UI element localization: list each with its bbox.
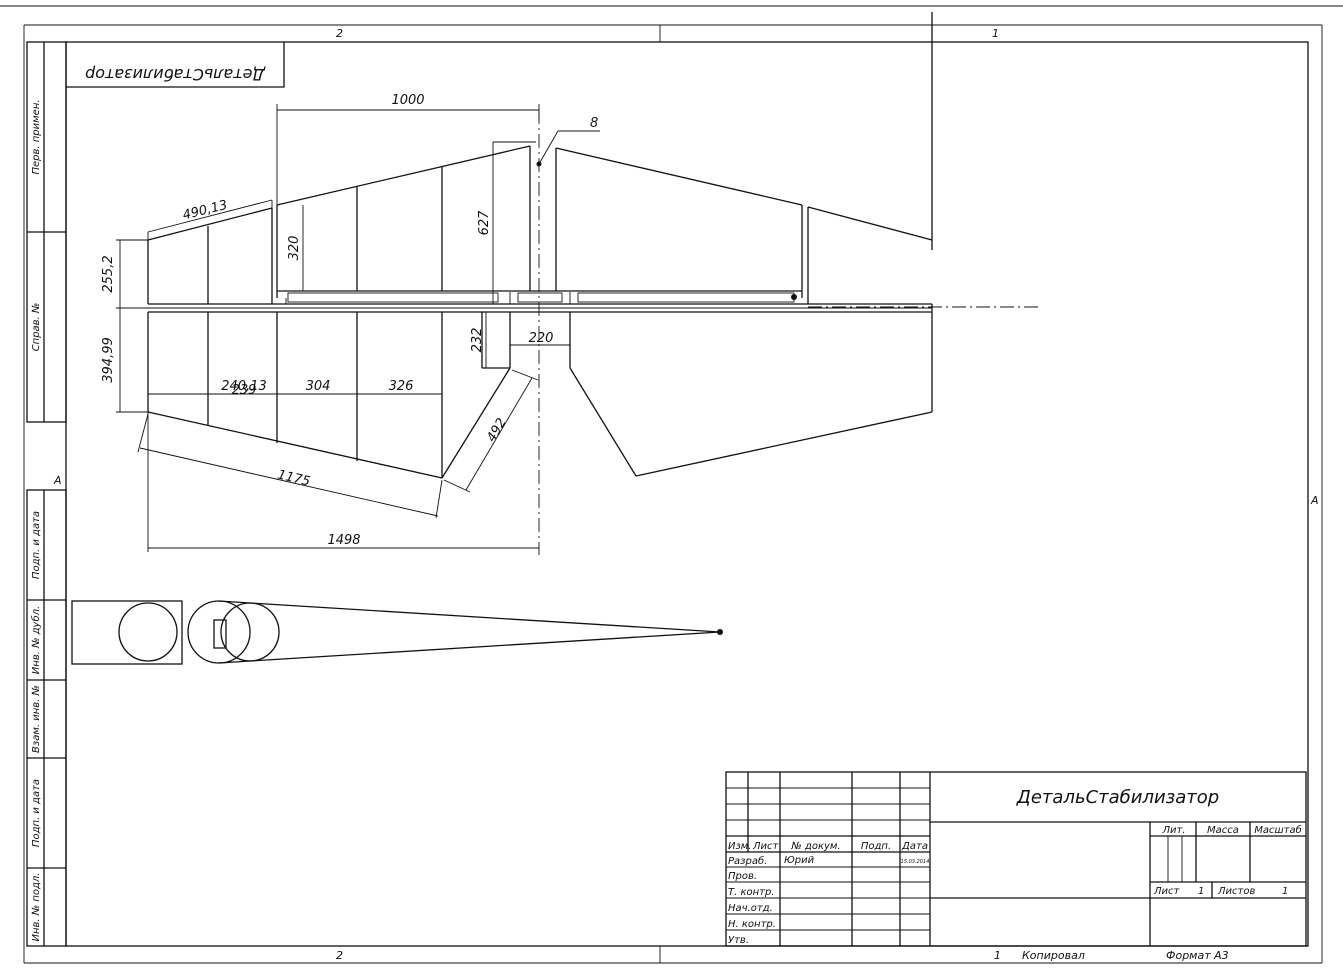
- stabilizer-top-half: [147, 145, 933, 304]
- tb-lit: Лит.: [1161, 825, 1185, 836]
- side-label-podp-data-2: Подп. и дата: [31, 779, 42, 847]
- dim-492: 492: [484, 416, 509, 445]
- dim-220: 220: [529, 331, 554, 346]
- tb-sheet-num: 1: [1198, 886, 1204, 897]
- side-label-sprav-no: Справ. №: [31, 303, 42, 352]
- tb-massa: Масса: [1207, 825, 1239, 836]
- side-label-vzam-inv: Взам. инв. №: [31, 685, 42, 753]
- zone-left-a: A: [53, 474, 62, 487]
- dim-490-13: 490,13: [181, 198, 229, 224]
- dim-627: 627: [477, 210, 492, 236]
- side-label-inv-dubl: Инв. № дубл.: [30, 606, 42, 674]
- side-strip: [26, 41, 67, 947]
- tb-hdr-doc: № докум.: [790, 841, 840, 852]
- mirrored-title: ДетальСтабилизатор: [85, 65, 266, 84]
- tb-row-nachotd: Нач.отд.: [728, 903, 773, 914]
- dim-239: 239: [232, 383, 257, 398]
- tb-hdr-izm: Изм.: [728, 841, 752, 852]
- dim-1175: 1175: [276, 468, 312, 490]
- dim-8: 8: [590, 116, 598, 131]
- sheet-frame: [0, 5, 1343, 964]
- tb-masshtab: Масштаб: [1254, 824, 1302, 836]
- stabilizer-bottom-half: [147, 304, 933, 479]
- zone-markers: 2 1 2 A A: [53, 27, 1319, 962]
- tb-row-tkontr: Т. контр.: [728, 887, 775, 898]
- dim-255-2: 255,2: [101, 255, 116, 292]
- zone-right-a: A: [1310, 494, 1319, 507]
- dim-232: 232: [470, 328, 485, 353]
- zone-top-1: 1: [992, 27, 999, 40]
- tb-row-nkontr: Н. контр.: [728, 919, 776, 930]
- dim-304: 304: [306, 379, 331, 394]
- side-label-podp-data-1: Подп. и дата: [31, 511, 42, 579]
- title-block: [725, 771, 1307, 947]
- mirrored-title-box: [66, 42, 285, 88]
- dimension-lines: [116, 104, 600, 552]
- tb-sheets-num: 1: [1282, 886, 1288, 897]
- dim-1000: 1000: [391, 93, 424, 108]
- zone-top-2: 2: [336, 27, 343, 40]
- dim-240-13: 240,13: [221, 379, 267, 394]
- tb-row-utv: Утв.: [728, 935, 749, 946]
- tb-hdr-data: Дата: [901, 841, 928, 852]
- tb-row-prov: Пров.: [728, 871, 757, 882]
- footer-format: Формат А3: [1166, 949, 1229, 962]
- dim-320: 320: [287, 236, 302, 261]
- tb-hdr-list: Лист: [752, 841, 780, 852]
- tb-sheet-label: Лист: [1153, 886, 1181, 897]
- tb-hdr-podp: Подп.: [861, 841, 891, 852]
- spar: [148, 303, 932, 313]
- side-label-inv-podl: Инв. № подл.: [31, 873, 42, 942]
- dim-1498: 1498: [327, 533, 360, 548]
- dim-394-99: 394,99: [101, 337, 116, 383]
- dim-326: 326: [389, 379, 414, 394]
- side-label-perv-primen: Перв. примен.: [31, 99, 42, 174]
- tb-row-razrab: Разраб.: [728, 855, 767, 867]
- tb-razrab-date: 15.03.2014: [901, 859, 930, 865]
- tb-sheets-label: Листов: [1217, 886, 1255, 897]
- tb-razrab-name: Юрий: [784, 855, 815, 866]
- footer-copied: Копировал: [1022, 949, 1085, 962]
- side-view-section: [71, 600, 723, 665]
- footer-num: 1: [994, 949, 1001, 962]
- title-block-name: ДетальСтабилизатор: [1016, 787, 1219, 808]
- zone-bottom-2: 2: [336, 949, 343, 962]
